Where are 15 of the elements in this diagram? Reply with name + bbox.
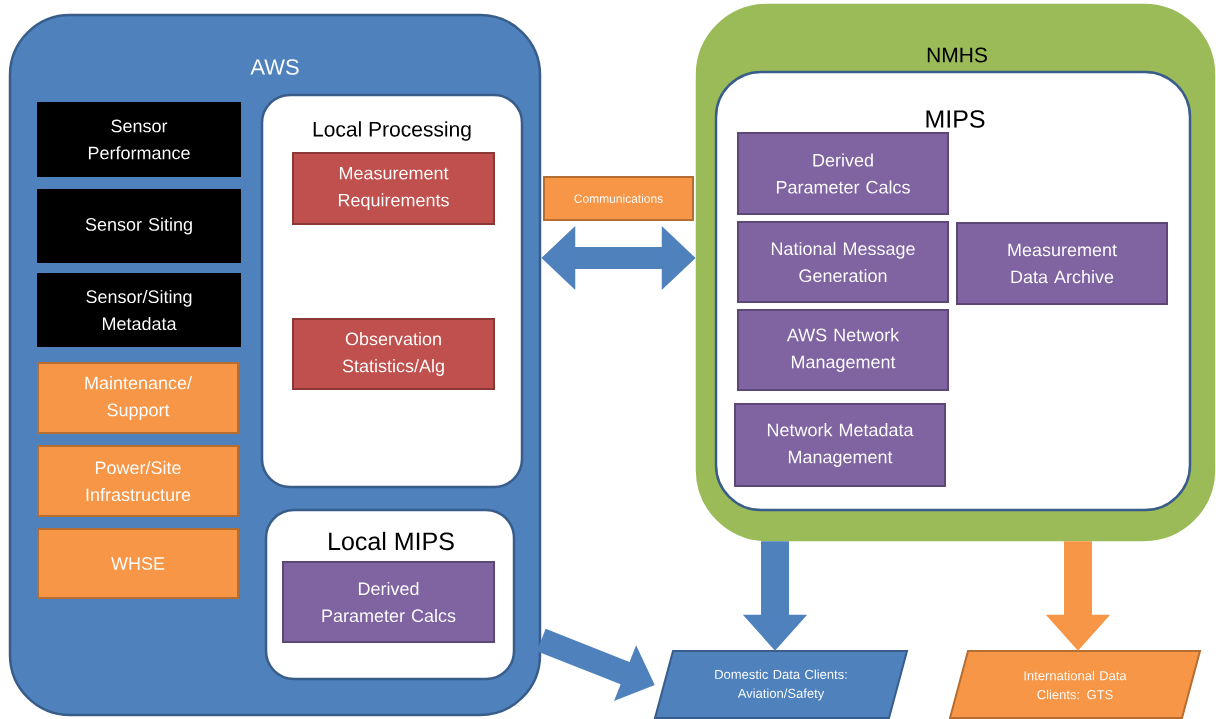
- process-box: Sensor/Siting Metadata: [37, 273, 241, 347]
- process-box: Maintenance/ Support: [37, 362, 239, 434]
- process-box: WHSE: [37, 528, 239, 599]
- process-box: Derived Parameter Calcs: [737, 132, 949, 215]
- process-box: Measurement Data Archive: [956, 222, 1168, 305]
- process-box: Communications: [543, 176, 694, 221]
- process-box: Observation Statistics/Alg: [292, 318, 495, 390]
- process-box: Sensor Siting: [37, 189, 241, 263]
- process-box: AWS Network Management: [737, 309, 949, 391]
- process-box: National Message Generation: [737, 221, 949, 303]
- process-box: Derived Parameter Calcs: [282, 561, 495, 643]
- process-box: Sensor Performance: [37, 102, 241, 177]
- process-box: Power/Site Infrastructure: [37, 445, 239, 517]
- process-box: Measurement Requirements: [292, 152, 495, 225]
- process-box: Network Metadata Management: [734, 403, 946, 487]
